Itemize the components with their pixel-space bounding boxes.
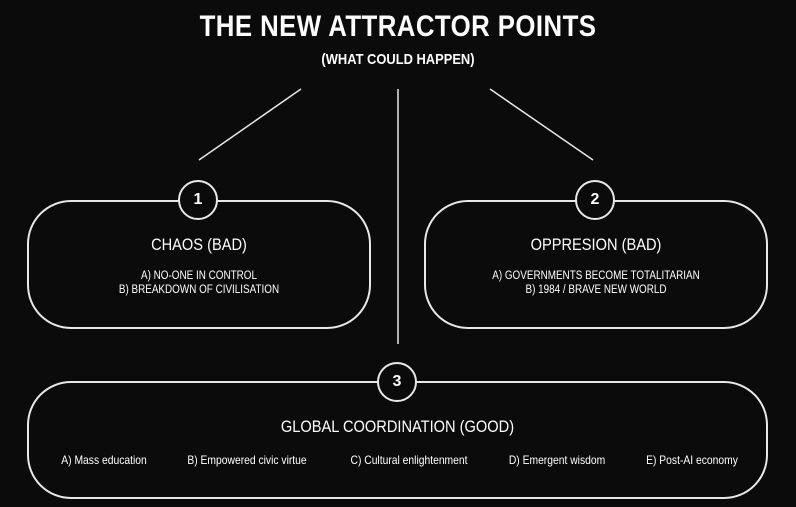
number-badge-3: 3 bbox=[377, 362, 417, 402]
attractor-detail-line: A) GOVERNMENTS BECOME TOTALITARIAN bbox=[492, 270, 700, 282]
attractor-heading: OPPRESION (BAD) bbox=[530, 235, 662, 254]
attractor-box-chaos: CHAOS (BAD) A) NO-ONE IN CONTROL B) BREA… bbox=[27, 200, 371, 329]
attractor-item: E) Post-AI economy bbox=[646, 453, 738, 467]
attractor-detail-line: A) NO-ONE IN CONTROL bbox=[141, 270, 257, 282]
attractor-detail-line: B) BREAKDOWN OF CIVILISATION bbox=[118, 284, 280, 296]
number-badge-1: 1 bbox=[178, 180, 218, 220]
attractor-heading: CHAOS (BAD) bbox=[151, 235, 247, 254]
attractor-box-global-coordination: GLOBAL COORDINATION (GOOD) A) Mass educa… bbox=[27, 381, 768, 499]
attractor-details: A) NO-ONE IN CONTROL B) BREAKDOWN OF CIV… bbox=[53, 269, 345, 297]
attractor-details: A) GOVERNMENTS BECOME TOTALITARIAN B) 19… bbox=[450, 269, 742, 297]
attractor-heading: GLOBAL COORDINATION (GOOD) bbox=[280, 417, 515, 436]
diagram-title: THE NEW ATTRACTOR POINTS bbox=[199, 10, 597, 43]
diagram-subtitle: (WHAT COULD HAPPEN) bbox=[321, 51, 475, 68]
connector-line-left bbox=[198, 88, 302, 161]
connector-line-right bbox=[489, 88, 594, 161]
attractor-item: C) Cultural enlightenment bbox=[350, 453, 468, 467]
attractor-detail-line: B) 1984 / BRAVE NEW WORLD bbox=[525, 284, 667, 296]
attractor-item: A) Mass education bbox=[61, 453, 147, 467]
attractor-item: B) Empowered civic virtue bbox=[187, 453, 307, 467]
attractor-item: D) Emergent wisdom bbox=[508, 453, 606, 467]
attractor-item-row: A) Mass education B) Empowered civic vir… bbox=[29, 453, 766, 469]
number-badge-2: 2 bbox=[575, 180, 615, 220]
